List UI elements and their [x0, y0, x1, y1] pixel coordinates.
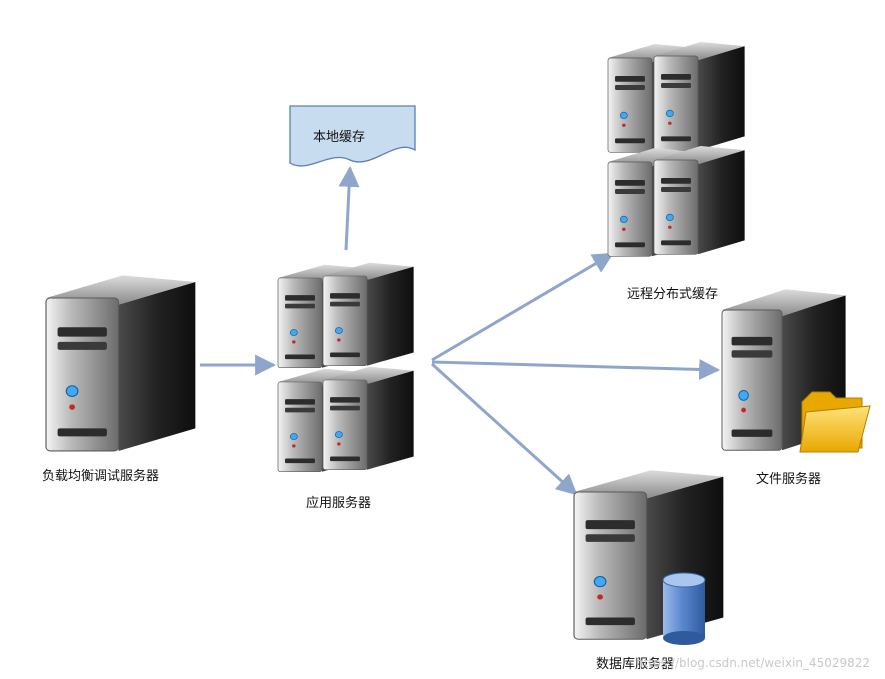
- local-cache-label: 本地缓存: [313, 130, 366, 145]
- server-rack-icon: [607, 41, 746, 257]
- watermark: https://blog.csdn.net/weixin_45029822: [636, 656, 871, 670]
- db-server-label: 数据库服务器: [596, 657, 675, 672]
- connectors: [200, 165, 721, 496]
- remote-cache-label: 远程分布式缓存: [627, 287, 719, 302]
- app-server-label: 应用服务器: [306, 496, 372, 511]
- file-server-label: 文件服务器: [756, 472, 822, 487]
- server-rack-icon: [277, 262, 415, 473]
- edge-app-to-db-server: [430, 362, 578, 496]
- edge-app-to-local-cache: [338, 165, 360, 251]
- document-flag-icon: [289, 105, 416, 167]
- edge-app-to-file-server: [431, 358, 721, 380]
- load-balancer-label: 负载均衡调试服务器: [42, 469, 160, 484]
- folder-icon: [799, 391, 871, 453]
- database-cylinder-icon: [662, 572, 706, 645]
- edge-app-to-remote-cache: [431, 252, 614, 362]
- server-icon: [45, 274, 197, 452]
